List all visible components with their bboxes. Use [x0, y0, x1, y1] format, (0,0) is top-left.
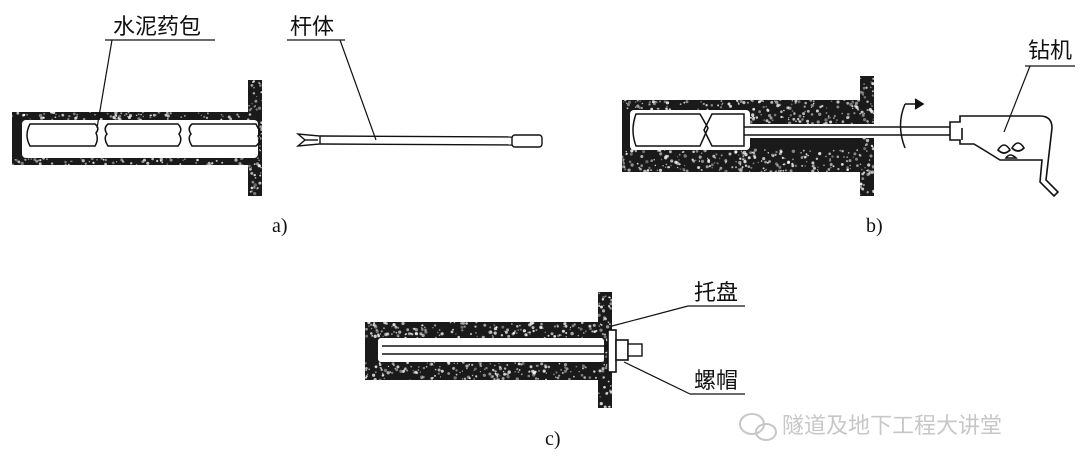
- wechat-icon: [739, 413, 777, 441]
- crushed-cartridges: [632, 113, 745, 147]
- leader-rod: [287, 39, 377, 141]
- rock-mass-b: [620, 76, 876, 196]
- panel-b: 钻机 b): [620, 39, 1075, 237]
- label-nut: 螺帽: [694, 369, 738, 394]
- label-cement-cartridge: 水泥药包: [113, 15, 201, 40]
- nut: [615, 339, 643, 361]
- leader-drill: [1003, 65, 1075, 133]
- label-plate: 托盘: [694, 281, 738, 306]
- leader-cement-cartridge: [96, 39, 215, 129]
- panel-c: 托盘 螺帽 c): [364, 281, 745, 450]
- rotation-arrow-icon: [899, 98, 925, 149]
- watermark-text: 隧道及地下工程大讲堂: [782, 414, 1002, 439]
- rod-in-hole: [744, 126, 950, 136]
- label-drill: 钻机: [1028, 39, 1072, 64]
- rock-mass-c: [364, 292, 614, 409]
- anchor-rod: [382, 345, 612, 355]
- leader-plate: [611, 305, 745, 327]
- watermark: 隧道及地下工程大讲堂: [739, 413, 1002, 441]
- caption-a: a): [272, 215, 288, 237]
- bearing-plate: [607, 329, 617, 373]
- rod-body: [295, 133, 543, 148]
- drill-machine: [949, 115, 1060, 198]
- leader-nut: [623, 361, 745, 395]
- caption-c: c): [545, 428, 561, 450]
- caption-b: b): [866, 215, 883, 237]
- panel-a: 水泥药包 杆体 a): [10, 15, 543, 237]
- label-rod: 杆体: [290, 15, 334, 40]
- rock-mass-a: [10, 80, 264, 196]
